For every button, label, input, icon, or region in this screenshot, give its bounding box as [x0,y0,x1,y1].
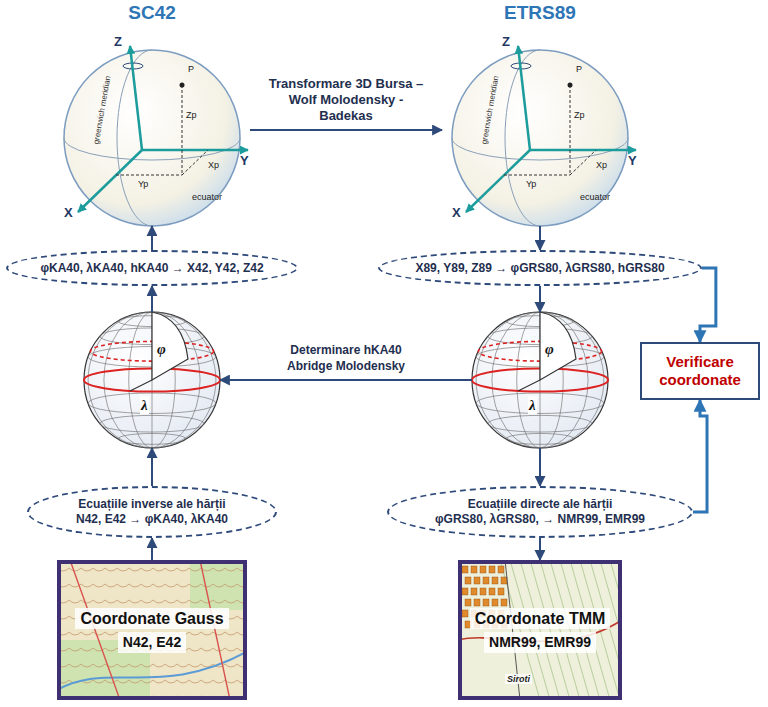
axis-label: Z [502,34,510,49]
formula-ellipse: Ecuațiile inverse ale hărțiiN42, E42 → φ… [27,486,277,538]
angle-symbol: λ [140,396,149,414]
point-label: P [188,64,194,74]
map-box: Coordonate TMM NMR99, EMR99 [458,560,622,700]
coordinate-label: Xp [596,160,607,170]
edge-label: Determinare hKA40 Abridge Molodensky [271,342,421,374]
node-text: Ecuațiile directe ale hărții [468,497,613,512]
map-box: Coordonate GaussN42, E42 [57,560,247,700]
connector-arrow [220,379,472,381]
connector-arrow [539,286,541,312]
node-text: φGRS80, λGRS80, → NMR99, EMR99 [435,512,645,527]
connector-arrow [539,448,541,486]
node-text: N42, E42 → φKA40, λKA40 [76,512,228,527]
node-text: NMR99, EMR99 [484,632,596,653]
connector-arrow [151,448,153,486]
equator-label: ecuator [580,192,610,202]
connector-arrow [700,268,716,342]
globe-title: ETRS89 [504,2,576,24]
formula-ellipse: Ecuațiile directe ale hărțiiφGRS80, λGRS… [387,486,693,538]
angle-symbol: φ [156,340,167,358]
edge-label: Transformare 3D Bursa – Wolf Molodensky … [264,76,429,124]
connector-arrow [250,129,442,131]
connector-arrow [151,226,153,250]
angle-symbol: λ [528,396,537,414]
node-text: X89, Y89, Z89 → φGRS80, λGRS80, hGRS80 [415,261,664,276]
node-text: φKA40, λKA40, hKA40 → X42, Y42, Z42 [40,261,263,276]
town-label: Siroti [505,674,532,684]
axis-label: Y [628,153,637,168]
node-text: N42, E42 [118,632,186,653]
axis-label: X [64,205,73,220]
connector-arrow [539,538,541,560]
node-text: Ecuațiile inverse ale hărții [78,497,225,512]
globe-title: SC42 [128,2,176,24]
connector-arrow [539,226,541,250]
ellipsoid-globe: λφ [84,312,220,448]
point-label: P [576,64,582,74]
angle-symbol: φ [544,340,555,358]
ellipsoid-globe: λφ [472,312,608,448]
equator-label: ecuator [192,192,222,202]
axis-label: Z [114,34,122,49]
connector-arrow [693,400,707,512]
coordinate-label: Zp [186,110,197,120]
coordinate-label: Zp [574,110,585,120]
connector-arrow [151,538,153,560]
coordinate-label: Yp [138,179,148,189]
connector-arrow [151,286,153,312]
formula-ellipse: φKA40, λKA40, hKA40 → X42, Y42, Z42 [6,250,298,286]
coordinate-label: Yp [526,179,536,189]
node-text: Verificare coordonate [646,353,754,389]
coordinate-label: Xp [208,160,219,170]
axis-label: X [452,205,461,220]
node-text: Coordonate Gauss [75,608,228,629]
axis-label: Y [240,153,249,168]
node-text: Coordonate TMM [470,608,611,629]
check-box: Verificare coordonate [640,342,760,400]
formula-ellipse: X89, Y89, Z89 → φGRS80, λGRS80, hGRS80 [378,250,702,286]
